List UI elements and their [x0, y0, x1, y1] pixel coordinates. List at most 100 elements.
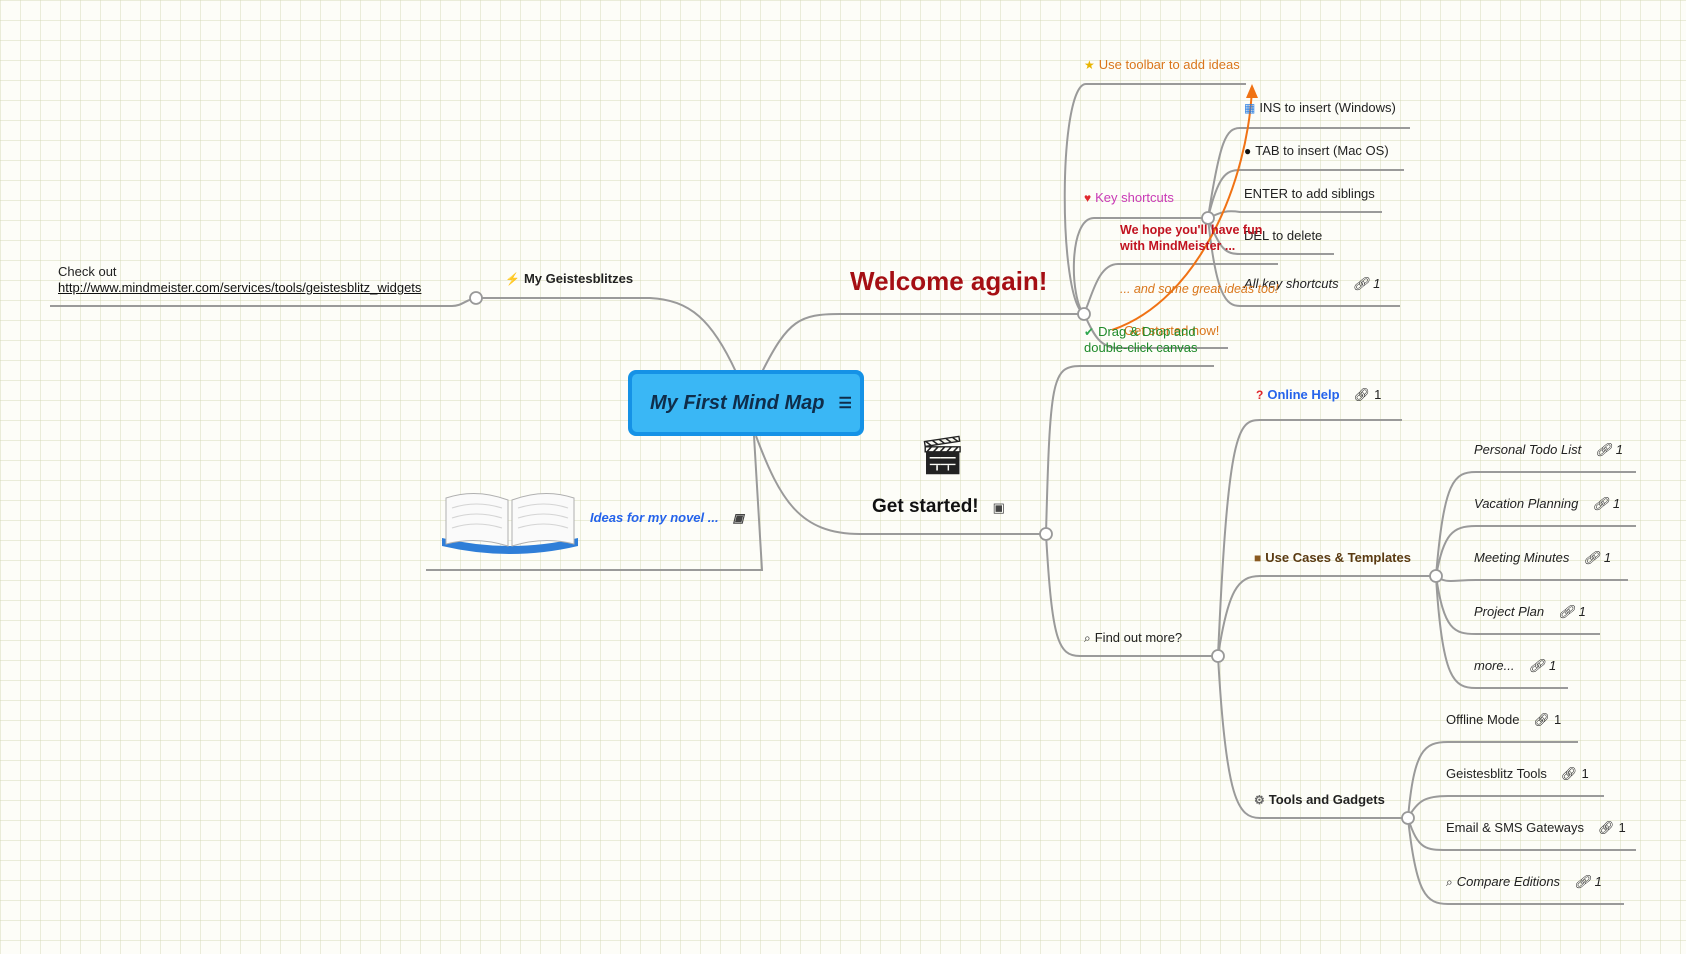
node-label: Find out more? — [1094, 630, 1183, 645]
link-count[interactable]: 🔗︎1 — [1558, 604, 1586, 620]
node-label: Tools and Gadgets — [1268, 792, 1385, 807]
root-node[interactable]: My First Mind Map ☰ — [628, 370, 864, 436]
book-icon — [436, 484, 584, 558]
node-use-cases[interactable]: ■Use Cases & Templates — [1254, 550, 1411, 566]
node-label-line2: with MindMeister ... — [1120, 239, 1236, 253]
node-label: My Geistesblitzes — [523, 271, 634, 286]
node-check-out[interactable]: Check out http://www.mindmeister.com/ser… — [58, 264, 421, 296]
star-icon: ★ — [1084, 58, 1095, 72]
link-icon: 🔗︎ — [1595, 442, 1612, 457]
node-find-out-more[interactable]: ⌕Find out more? — [1084, 630, 1182, 646]
node-get-started-now[interactable]: Get started now! — [1124, 323, 1219, 339]
node-label: ... and some great ideas too! — [1120, 282, 1279, 296]
briefcase-icon: ■ — [1254, 551, 1262, 565]
windows-icon: ▦ — [1244, 101, 1256, 115]
gear-icon: ⚙ — [1254, 793, 1265, 807]
node-label: Use Cases & Templates — [1265, 550, 1411, 565]
node-compare-editions[interactable]: ⌕Compare Editions 🔗︎1 — [1446, 874, 1602, 890]
link-icon: 🔗︎ — [1598, 820, 1615, 835]
link-count-value: 1 — [1615, 442, 1623, 457]
link-count[interactable]: 🔗︎1 — [1598, 820, 1626, 836]
link-count[interactable]: 🔗︎1 — [1561, 766, 1589, 782]
node-welcome-again[interactable]: Welcome again! — [850, 266, 1047, 296]
node-email-sms[interactable]: Email & SMS Gateways 🔗︎1 — [1446, 820, 1626, 836]
link-icon: 🔗︎ — [1353, 387, 1371, 402]
link-count[interactable]: 🔗︎1 — [1353, 276, 1381, 292]
node-label: Ideas for my novel ... — [590, 510, 719, 525]
link-count[interactable]: 🔗︎1 — [1528, 658, 1556, 674]
node-label: Use toolbar to add ideas — [1098, 57, 1240, 72]
node-label: more... — [1474, 658, 1515, 673]
link-icon: 🔗︎ — [1583, 550, 1600, 565]
link-icon: 🔗︎ — [1528, 658, 1545, 673]
node-use-toolbar[interactable]: ★Use toolbar to add ideas — [1084, 57, 1240, 73]
link-count-value: 1 — [1374, 387, 1382, 402]
node-project-plan[interactable]: Project Plan 🔗︎1 — [1474, 604, 1586, 620]
magnifier-icon: ⌕ — [1084, 631, 1091, 645]
node-tab-insert[interactable]: ●TAB to insert (Mac OS) — [1244, 143, 1389, 159]
node-label: Vacation Planning — [1474, 496, 1579, 511]
link-count-value: 1 — [1594, 874, 1602, 889]
link-count[interactable]: 🔗︎1 — [1592, 496, 1620, 512]
node-label: Meeting Minutes — [1474, 550, 1570, 565]
node-my-geistesblitzes[interactable]: ⚡My Geistesblitzes — [505, 271, 633, 287]
node-vacation-planning[interactable]: Vacation Planning 🔗︎1 — [1474, 496, 1620, 512]
node-label: Email & SMS Gateways — [1446, 820, 1584, 835]
link-count-value: 1 — [1578, 604, 1586, 619]
node-more[interactable]: more... 🔗︎1 — [1474, 658, 1556, 674]
node-label: TAB to insert (Mac OS) — [1255, 143, 1389, 158]
image-icon: ▣ — [732, 511, 744, 525]
node-label: Compare Editions — [1456, 874, 1561, 889]
lightning-icon: ⚡ — [505, 272, 520, 286]
node-tools-gadgets[interactable]: ⚙Tools and Gadgets — [1254, 792, 1385, 808]
node-get-started[interactable]: Get started! ▣ — [872, 496, 1005, 519]
link-icon: 🔗︎ — [1533, 712, 1550, 727]
magnifier-icon: ⌕ — [1446, 875, 1453, 889]
link-icon: 🔗︎ — [1352, 276, 1370, 291]
node-enter-siblings[interactable]: ENTER to add siblings — [1244, 186, 1375, 202]
link-count[interactable]: 🔗︎1 — [1595, 442, 1623, 458]
node-label: ENTER to add siblings — [1244, 186, 1375, 201]
node-label: Personal Todo List — [1474, 442, 1582, 457]
node-drag-drop[interactable]: ✔Drag & Drop and double-click canvas — [1084, 324, 1197, 356]
link-count-value: 1 — [1612, 496, 1621, 511]
node-we-hope[interactable]: We hope you'll have fun with MindMeister… — [1120, 222, 1262, 254]
heart-icon: ♥ — [1084, 191, 1092, 205]
image-icon: ▣ — [992, 500, 1005, 515]
node-label: Project Plan — [1474, 604, 1545, 619]
question-icon: ? — [1256, 388, 1264, 402]
node-label: Get started now! — [1124, 323, 1220, 338]
node-offline-mode[interactable]: Offline Mode🔗︎1 — [1446, 712, 1561, 728]
node-ins-insert[interactable]: ▦INS to insert (Windows) — [1244, 100, 1396, 116]
link-count-value: 1 — [1603, 550, 1612, 565]
node-all-key-shortcuts[interactable]: All key shortcuts🔗︎1 — [1244, 276, 1380, 292]
note-icon[interactable]: ☰ — [838, 395, 852, 412]
link-count[interactable]: 🔗︎1 — [1354, 387, 1382, 403]
link-count-value: 1 — [1581, 766, 1589, 781]
node-geistesblitz-tools[interactable]: Geistesblitz Tools🔗︎1 — [1446, 766, 1589, 782]
node-great-ideas[interactable]: ... and some great ideas too! — [1120, 281, 1278, 297]
apple-icon: ● — [1244, 144, 1252, 158]
geistesblitz-widgets-link[interactable]: http://www.mindmeister.com/services/tool… — [58, 280, 422, 295]
node-key-shortcuts[interactable]: ♥Key shortcuts — [1084, 190, 1174, 206]
clapperboard-icon: 🎬︎ — [918, 435, 967, 477]
link-count[interactable]: 🔗︎1 — [1574, 874, 1602, 890]
node-personal-todo[interactable]: Personal Todo List 🔗︎1 — [1474, 442, 1623, 458]
node-label-line1: Drag & Drop and — [1098, 324, 1196, 339]
node-label-line1: We hope you'll have fun — [1120, 223, 1263, 237]
node-online-help[interactable]: ?Online Help 🔗︎1 — [1256, 387, 1381, 403]
node-label: Get started! — [872, 496, 979, 517]
link-count[interactable]: 🔗︎1 — [1533, 712, 1561, 728]
node-label: INS to insert (Windows) — [1259, 100, 1396, 115]
node-label: Check out — [58, 264, 117, 279]
node-label-line2: double-click canvas — [1084, 340, 1198, 355]
check-icon: ✔ — [1084, 325, 1095, 339]
node-ideas-for-novel[interactable]: Ideas for my novel ... ▣ — [590, 510, 744, 526]
node-label: Online Help — [1267, 387, 1340, 402]
link-count[interactable]: 🔗︎1 — [1583, 550, 1611, 566]
node-meeting-minutes[interactable]: Meeting Minutes 🔗︎1 — [1474, 550, 1611, 566]
node-label: DEL to delete — [1244, 228, 1323, 243]
node-del-delete[interactable]: DEL to delete — [1244, 228, 1322, 244]
root-title: My First Mind Map — [650, 391, 825, 414]
